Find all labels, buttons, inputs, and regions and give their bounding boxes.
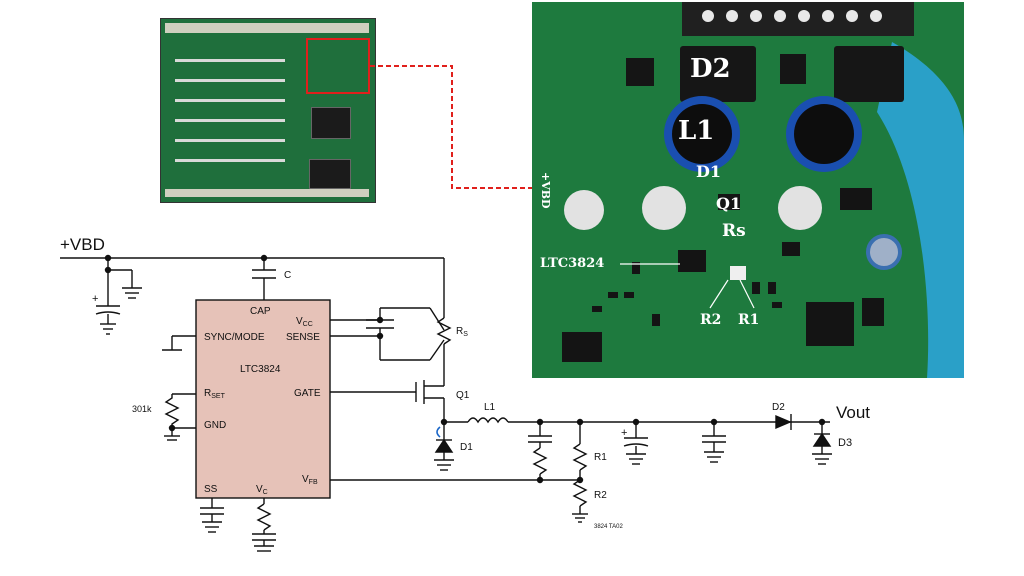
component-row bbox=[175, 79, 285, 82]
rset-value: 301k bbox=[132, 404, 152, 414]
zoom-region-highlight bbox=[306, 38, 370, 94]
pin-sync: SYNC/MODE bbox=[204, 332, 265, 343]
plus-sign-left: + bbox=[92, 293, 98, 305]
component-row bbox=[175, 139, 285, 142]
connector-strip bbox=[165, 23, 369, 33]
label-r2: R2 bbox=[700, 312, 722, 328]
rs-label: RS bbox=[456, 326, 468, 338]
label-r1: R1 bbox=[738, 312, 760, 328]
label-d1: D1 bbox=[696, 162, 722, 181]
label-rs: Rs bbox=[722, 221, 746, 241]
pin-gnd: GND bbox=[204, 420, 226, 431]
component-row bbox=[175, 99, 285, 102]
pin-sense: SENSE bbox=[286, 332, 320, 343]
d3-label: D3 bbox=[838, 437, 852, 449]
d1-label: D1 bbox=[460, 442, 473, 453]
pin-gate: GATE bbox=[294, 388, 321, 399]
plus-sign-output: + bbox=[621, 427, 627, 439]
pin-cap: CAP bbox=[250, 306, 271, 317]
r1-label: R1 bbox=[594, 452, 607, 463]
d2-label: D2 bbox=[772, 402, 785, 413]
pin-rset: RSET bbox=[204, 388, 226, 400]
cap-c-label: C bbox=[284, 270, 291, 281]
processor-chip-2 bbox=[309, 159, 351, 189]
drawing-id: 3824 TA02 bbox=[594, 524, 623, 530]
r2-label: R2 bbox=[594, 490, 607, 501]
pin-ss: SS bbox=[204, 484, 218, 495]
ltc3824-ic-body bbox=[195, 299, 331, 499]
label-d2: D2 bbox=[690, 54, 731, 84]
connector-strip-bottom bbox=[165, 189, 369, 197]
zoomed-pcb-photo: D2 L1 D1 Q1 Rs LTC3824 R2 R1 +VBD bbox=[532, 2, 964, 378]
component-row bbox=[175, 59, 285, 62]
ic-name: LTC3824 bbox=[240, 364, 281, 375]
component-row bbox=[175, 159, 285, 162]
component-row bbox=[175, 119, 285, 122]
pin-vc: VC bbox=[256, 484, 268, 496]
pin-vcc: VCC bbox=[296, 316, 313, 328]
processor-chip bbox=[311, 107, 351, 139]
l1-label: L1 bbox=[484, 402, 496, 413]
pin-vfb: VFB bbox=[302, 474, 318, 486]
supply-label: +VBD bbox=[60, 235, 105, 254]
zoom-connector-line bbox=[370, 65, 532, 189]
label-q1: Q1 bbox=[716, 194, 742, 213]
q1-label: Q1 bbox=[456, 390, 470, 401]
pcb-drawing bbox=[562, 2, 964, 378]
board-overview-photo bbox=[160, 18, 376, 203]
output-label: Vout bbox=[836, 403, 870, 422]
label-ltc3824: LTC3824 bbox=[540, 256, 605, 271]
label-l1: L1 bbox=[678, 116, 715, 146]
